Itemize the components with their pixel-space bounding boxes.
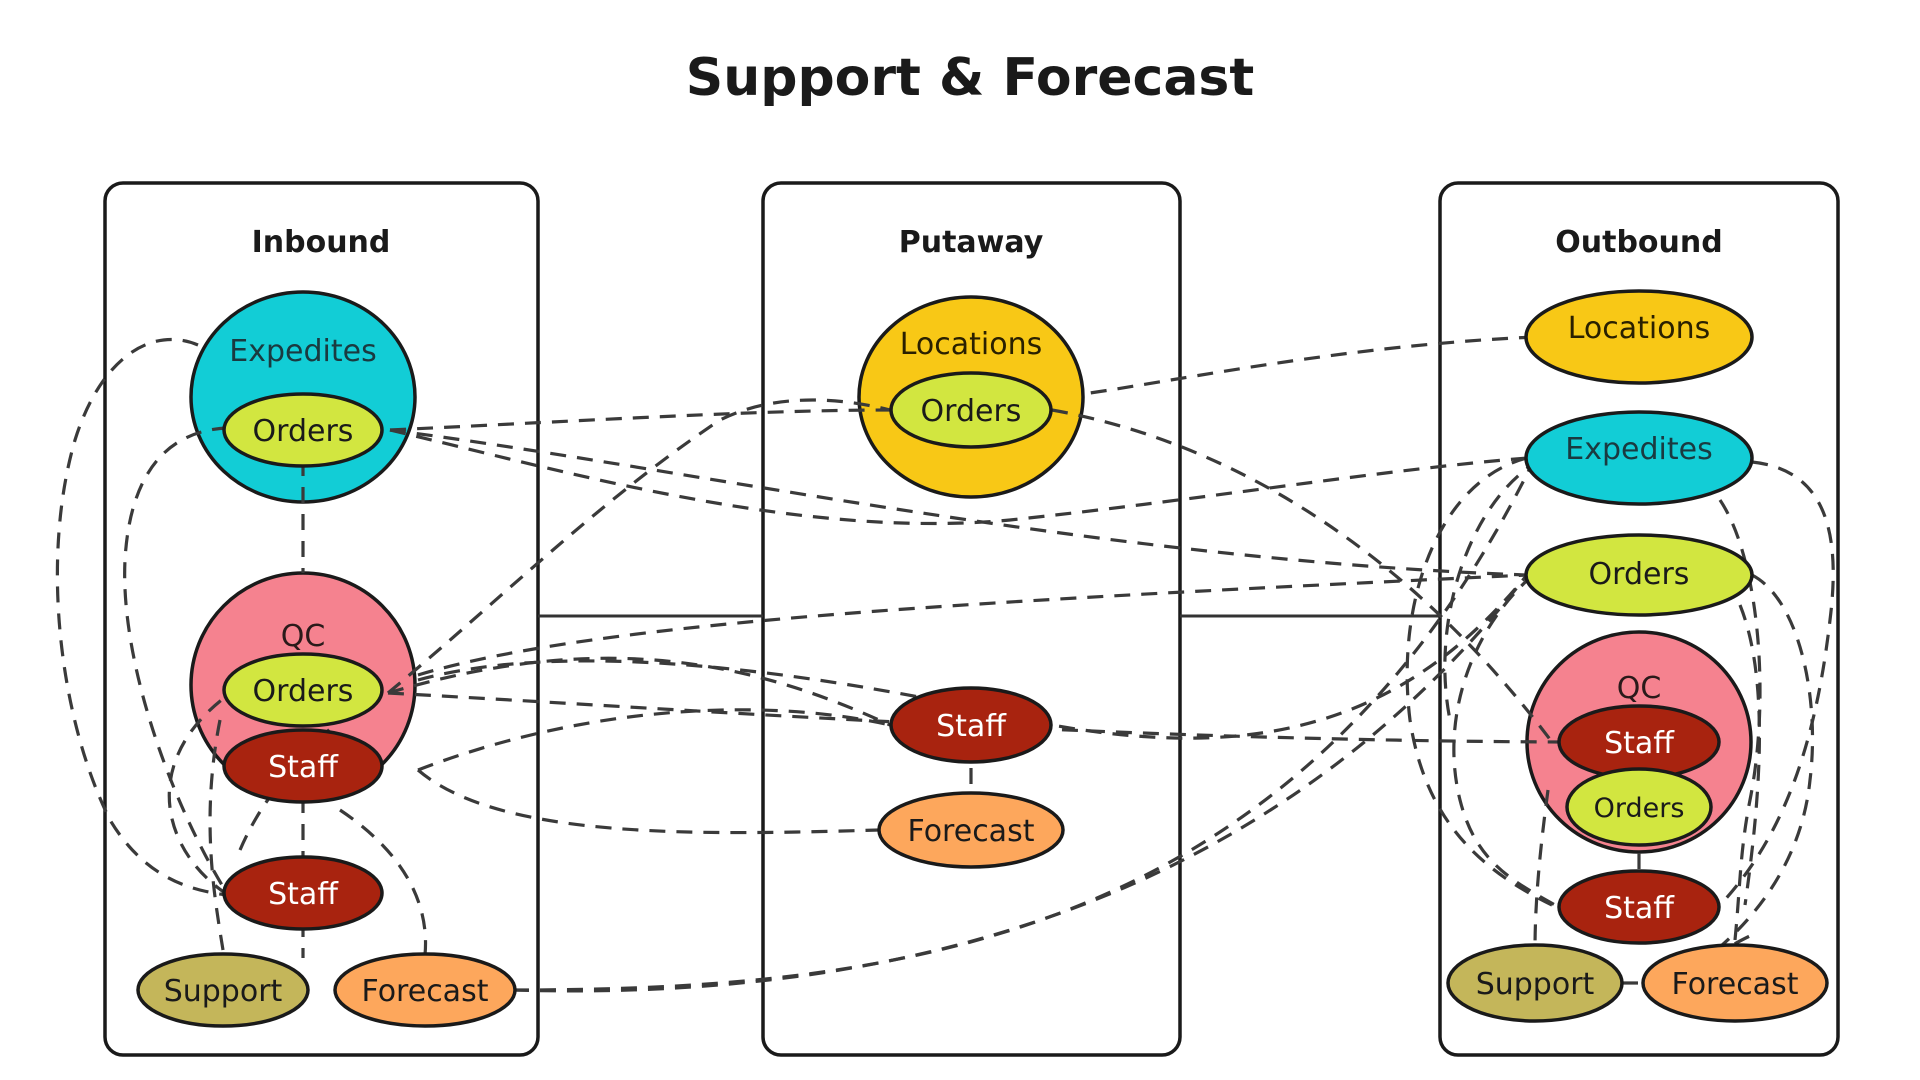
edge (1533, 789, 1550, 951)
inbound-qc-orders-label: Orders (253, 674, 354, 709)
edge (208, 719, 225, 951)
edge (1738, 604, 1761, 906)
outbound-qc-staff-label: Staff (1604, 726, 1675, 761)
outbound-orders-node[interactable] (1524, 533, 1754, 617)
putaway-locations-orders-label: Orders (921, 394, 1022, 429)
edge (387, 691, 1561, 744)
outbound-qc-label: QC (1617, 671, 1662, 706)
inbound-support-label: Support (164, 974, 283, 1009)
inbound-expedites-orders-label: Orders (253, 414, 354, 449)
edge (389, 428, 1528, 577)
edge (339, 808, 428, 956)
edge (389, 408, 891, 432)
edge (389, 428, 1528, 526)
inbound-support-node[interactable] (136, 952, 310, 1028)
inbound-expedites-orders-node[interactable] (222, 392, 384, 468)
inbound-qc-orders-node[interactable] (222, 652, 384, 728)
edge (1443, 458, 1541, 721)
inbound-qc-label: QC (281, 619, 326, 654)
outbound-locations-node[interactable] (1524, 289, 1754, 385)
lane-inbound-title: Inbound (252, 225, 391, 260)
inbound-staff-label: Staff (268, 877, 339, 912)
edge (55, 337, 229, 897)
edge (1051, 408, 1554, 743)
outbound-expedites-node[interactable] (1524, 410, 1754, 506)
putaway-forecast-node[interactable] (877, 791, 1065, 869)
lane-outbound[interactable] (1438, 181, 1840, 1057)
lane-outbound-title: Outbound (1555, 225, 1722, 260)
edge (417, 573, 1528, 677)
outbound-staff-node[interactable] (1557, 869, 1721, 945)
putaway-locations-orders-node[interactable] (889, 371, 1053, 449)
outbound-orders-label: Orders (1589, 557, 1690, 592)
outbound-qc-orders-node[interactable] (1565, 767, 1713, 847)
edge (123, 426, 229, 891)
putaway-locations-label: Locations (900, 327, 1043, 362)
inbound-expedites-label: Expedites (229, 334, 376, 369)
edge (1089, 335, 1536, 395)
inbound-forecast-label: Forecast (362, 974, 489, 1009)
putaway-forecast-label: Forecast (908, 814, 1035, 849)
edge (417, 573, 1529, 740)
edge (417, 708, 891, 772)
putaway-staff-label: Staff (936, 709, 1007, 744)
outbound-support-node[interactable] (1446, 943, 1624, 1023)
outbound-locations-label: Locations (1568, 311, 1711, 346)
inbound-forecast-node[interactable] (333, 952, 517, 1028)
edge (1405, 456, 1553, 907)
putaway-staff-node[interactable] (889, 686, 1053, 764)
lane-putaway-title: Putaway (899, 225, 1044, 260)
inbound-qc-staff-node[interactable] (222, 728, 384, 804)
edge (386, 398, 891, 695)
outbound-staff-label: Staff (1604, 891, 1675, 926)
outbound-qc-orders-label: Orders (1594, 793, 1685, 824)
inbound-qc-staff-label: Staff (268, 750, 339, 785)
outbound-expedites-label: Expedites (1565, 432, 1712, 467)
edge (1703, 460, 1835, 922)
edge (512, 574, 1529, 993)
inbound-staff-node[interactable] (222, 855, 384, 931)
edge (1664, 573, 1815, 987)
edge (387, 656, 891, 727)
edge (167, 693, 229, 897)
diagram-title: Support & Forecast (686, 48, 1254, 108)
outbound-support-label: Support (1476, 967, 1595, 1002)
outbound-forecast-label: Forecast (1672, 967, 1799, 1002)
edge (1452, 573, 1556, 907)
outbound-forecast-node[interactable] (1641, 943, 1829, 1023)
